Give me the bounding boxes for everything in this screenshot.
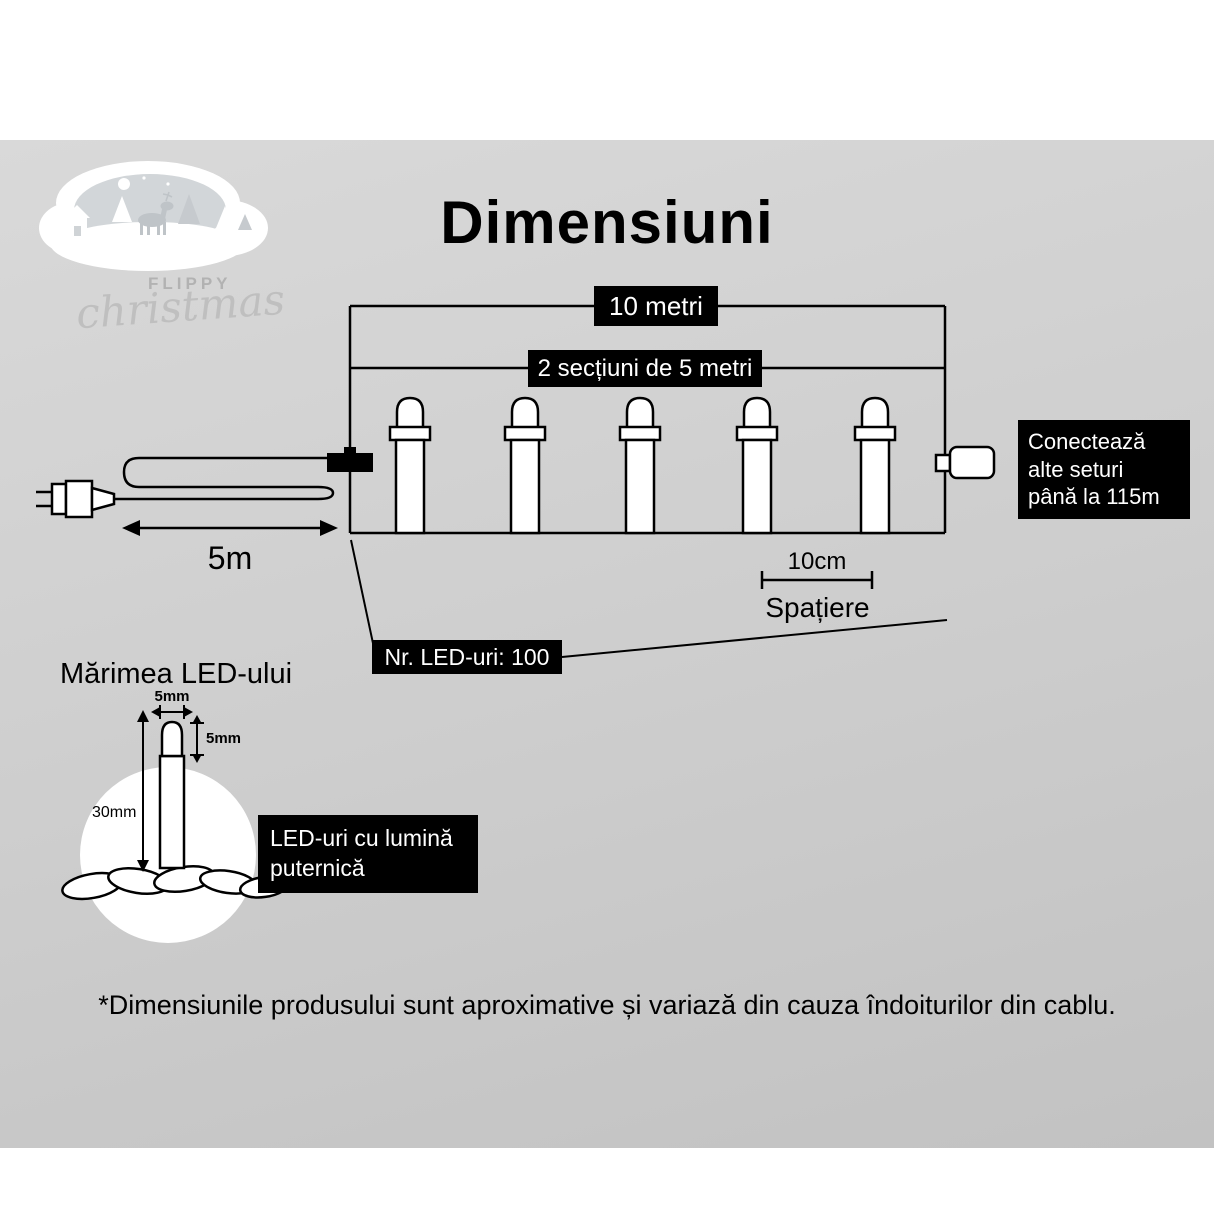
star-icon xyxy=(166,182,170,186)
brand-name: FLIPPY xyxy=(148,274,232,293)
bulb-height-value: 5mm xyxy=(206,730,242,747)
bulb-width-arrow xyxy=(151,705,193,719)
led-closeup xyxy=(61,705,290,943)
extend-sets-line: alte seturi xyxy=(1028,456,1124,482)
extend-sets-line: până la 115m xyxy=(1028,484,1160,509)
house-icon xyxy=(64,205,90,236)
lead-length-value: 5m xyxy=(207,540,253,576)
power-plug-icon xyxy=(36,479,116,519)
star-icon xyxy=(184,174,188,178)
bright-led-note-line: puternică xyxy=(270,854,365,881)
moon-icon xyxy=(118,178,130,190)
body-length-arrow xyxy=(137,710,149,872)
footnote: *Dimensiunile produsului sunt aproximati… xyxy=(98,990,1116,1020)
led-count-pointer-lines xyxy=(350,539,948,658)
bulb-width-value: 5mm xyxy=(154,688,190,705)
led-bulb xyxy=(618,396,662,535)
twisted-wire-icon xyxy=(61,865,290,901)
led-bulb xyxy=(388,396,432,535)
led-bulb xyxy=(853,396,897,535)
spacing-value: 10cm xyxy=(787,548,847,575)
spacing-measure xyxy=(760,571,874,589)
led-count-label: Nr. LED-uri: 100 xyxy=(372,640,562,674)
snow-ground xyxy=(70,222,230,254)
page-title: Dimensiuni xyxy=(440,189,774,256)
brand-logo: FLIPPY christmas xyxy=(28,148,302,353)
inline-connector-icon xyxy=(327,447,373,472)
deer-icon xyxy=(138,191,174,235)
body-length-value: 30mm xyxy=(92,804,137,821)
star-icon xyxy=(142,176,146,180)
extend-sets-label: Conectează alte seturi până la 115m xyxy=(1018,420,1190,519)
closeup-led-bulb xyxy=(158,720,186,870)
bulb-height-arrow xyxy=(190,715,204,763)
lead-wire xyxy=(114,456,350,501)
sections-label: 2 secțiuni de 5 metri xyxy=(528,350,762,387)
bright-led-note-line: LED-uri cu lumină xyxy=(270,825,453,851)
spacing-label: Spațiere xyxy=(765,592,870,623)
winter-scene-art xyxy=(39,161,268,271)
led-bulb xyxy=(503,396,547,535)
extend-sets-line: Conectează xyxy=(1028,429,1146,454)
end-connector-icon xyxy=(934,445,996,480)
pine-tree-icon xyxy=(112,194,252,230)
led-bulb xyxy=(735,396,779,535)
total-length-label: 10 metri xyxy=(594,286,718,326)
lead-length-arrow xyxy=(122,520,338,536)
led-size-title: Mărimea LED-ului xyxy=(60,658,293,690)
bright-led-note: LED-uri cu lumină puternică xyxy=(258,815,478,893)
